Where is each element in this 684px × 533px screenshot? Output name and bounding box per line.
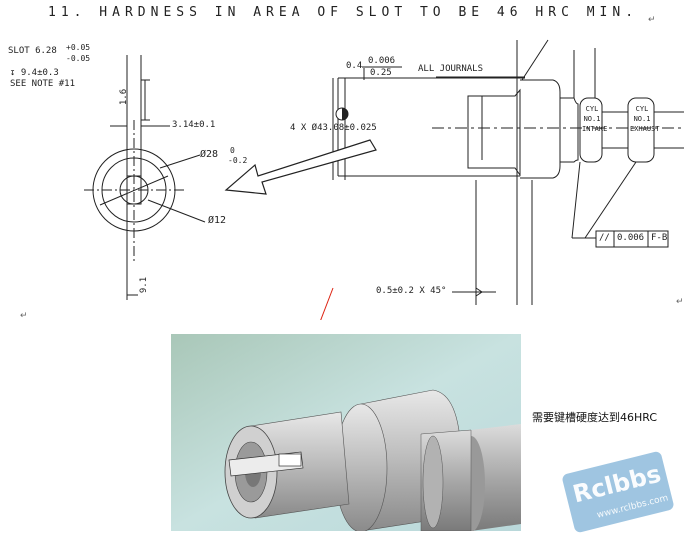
cyl-intake-label: CYL NO.1 INTAKE <box>582 105 608 133</box>
fcf-box <box>595 230 669 248</box>
all-journals-label: ALL JOURNALS <box>418 64 484 74</box>
slot-tol-minus: -0.05 <box>66 54 91 63</box>
dim-dia28: Ø28 <box>200 149 219 160</box>
fcf-datum: F-B <box>651 233 668 243</box>
slot-tol-plus: +0.05 <box>66 43 91 52</box>
dim-dia12: Ø12 <box>208 215 227 226</box>
fcf-value: 0.006 <box>617 233 645 243</box>
engineering-drawing <box>84 39 684 320</box>
dim-width: 3.14±0.1 <box>172 120 216 130</box>
callout-arrow <box>224 139 377 195</box>
dim-vertical-top: 1.6 <box>119 88 130 106</box>
runout-value: 0.4 <box>346 61 363 71</box>
chinese-hardness-note: 需要键槽硬度达到46HRC <box>532 411 658 424</box>
hardness-note-title: 11. HARDNESS IN AREA OF SLOT TO BE 46 HR… <box>48 5 639 20</box>
dim-dia28-lower: -0.2 <box>228 156 248 165</box>
dim-vertical-bottom: 9.1 <box>139 276 150 294</box>
dim-dia28-upper: 0 <box>230 146 235 155</box>
slot-label: SLOT 6.28 <box>8 46 57 56</box>
runout-frac-bottom: 0.25 <box>370 68 392 78</box>
slot-depth: ↧ 9.4±0.3 <box>10 68 59 78</box>
cyl-exhaust-label: CYL NO.1 EXHAUST <box>630 105 660 133</box>
return-mark: ↵ <box>20 310 28 320</box>
journal-diameter: 4 X Ø43.08±0.025 <box>290 123 377 133</box>
fcf-symbol: // <box>599 233 610 243</box>
return-mark: ↵ <box>648 14 656 24</box>
see-note: SEE NOTE #11 <box>10 79 76 89</box>
runout-frac-top: 0.006 <box>368 56 396 66</box>
camshaft-3d-render <box>171 334 521 531</box>
return-mark: ↵ <box>676 296 684 306</box>
chamfer-dim: 0.5±0.2 X 45° <box>376 286 447 296</box>
